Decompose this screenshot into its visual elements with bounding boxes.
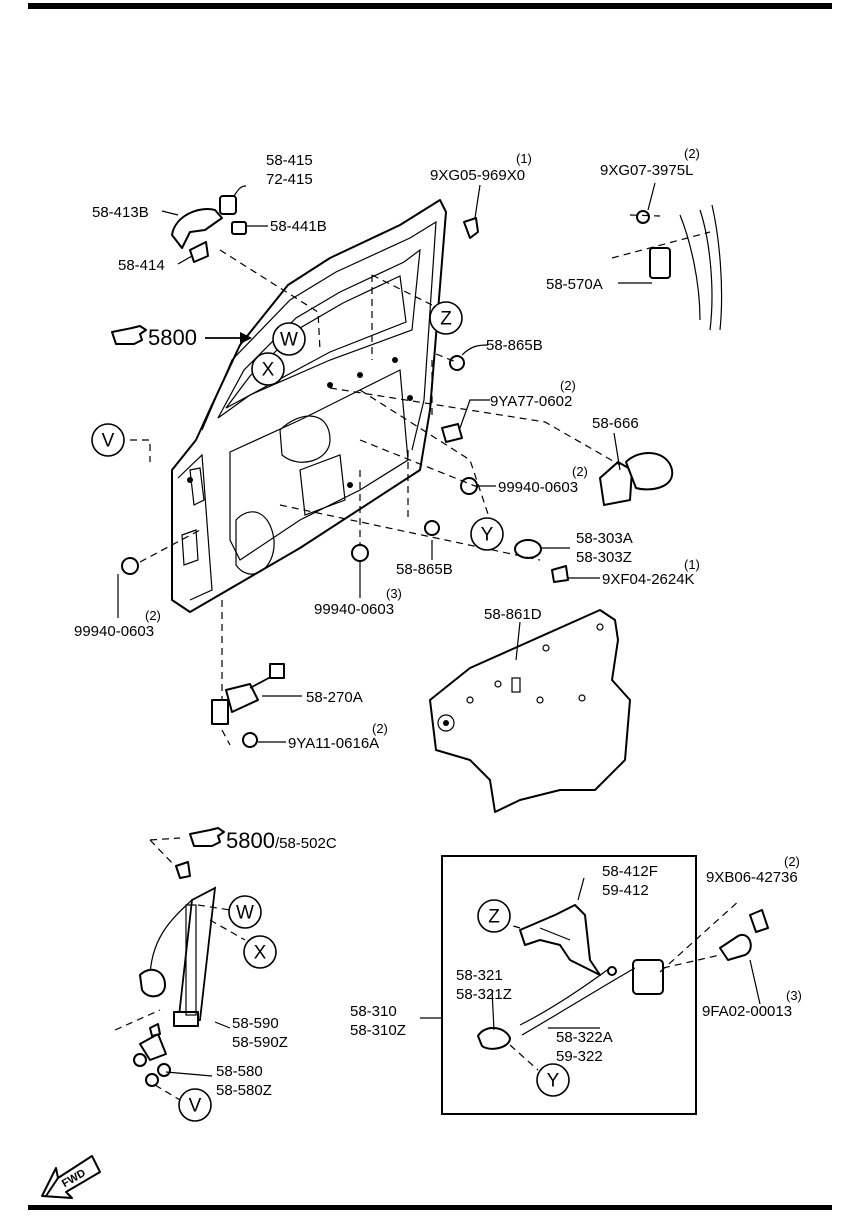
- callout-w: W: [272, 322, 306, 356]
- label-58-310Z: 58-310Z: [350, 1022, 406, 1039]
- label-58-414: 58-414: [118, 257, 165, 274]
- trim-panel: [429, 609, 631, 813]
- svg-text:V: V: [189, 1096, 202, 1117]
- qty-9YA11: (2): [372, 721, 388, 736]
- label-58-303A: 58-303A: [576, 530, 633, 547]
- door-shell: [171, 199, 447, 613]
- door-mirror: [599, 451, 674, 506]
- ref-5800: 5800: [148, 325, 197, 350]
- callout-z-lower: Z: [477, 899, 511, 933]
- svg-text:Z: Z: [488, 907, 500, 928]
- qty-9XG05: (1): [516, 151, 532, 166]
- qty-9XB06: (2): [784, 854, 800, 869]
- bottom-rule: [28, 1205, 832, 1210]
- door-check: [211, 663, 285, 725]
- label-58-321Z: 58-321Z: [456, 986, 512, 1003]
- svg-text:X: X: [254, 943, 267, 964]
- svg-text:W: W: [236, 903, 254, 924]
- callout-x-lower: X: [243, 935, 277, 969]
- label-58-413B: 58-413B: [92, 204, 149, 221]
- qty-9XF04: (1): [684, 557, 700, 572]
- callout-v: V: [91, 423, 125, 457]
- callout-z: Z: [429, 301, 463, 335]
- label-99940-right: 99940-0603: [498, 479, 578, 496]
- svg-text:W: W: [280, 330, 298, 351]
- svg-text:Y: Y: [481, 525, 494, 546]
- window-regulator: [139, 861, 217, 1027]
- hand-icon-lower: [189, 827, 225, 847]
- label-58-580Z: 58-580Z: [216, 1082, 272, 1099]
- callout-y: Y: [470, 517, 504, 551]
- label-58-590: 58-590: [232, 1015, 279, 1032]
- fwd-arrow-icon: FWD: [41, 1155, 101, 1199]
- label-58-865B-bot: 58-865B: [396, 561, 453, 578]
- qty-9XG07: (2): [684, 146, 700, 161]
- section-arrow: [205, 332, 252, 344]
- leader-lines: [114, 182, 761, 1101]
- label-58-861D: 58-861D: [484, 606, 542, 623]
- label-58-580: 58-580: [216, 1063, 263, 1080]
- svg-text:Z: Z: [440, 309, 452, 330]
- label-9YA77: 9YA77-0602: [490, 393, 572, 410]
- label-58-303Z: 58-303Z: [576, 549, 632, 566]
- label-59-412: 59-412: [602, 882, 649, 899]
- qty-99940-left: (2): [145, 608, 161, 623]
- label-99940-left: 99940-0603: [74, 623, 154, 640]
- striker-fasteners: [719, 909, 769, 961]
- label-58-590Z: 58-590Z: [232, 1034, 288, 1051]
- label-58-415: 58-415: [266, 152, 313, 169]
- callout-x: X: [251, 352, 285, 386]
- label-9FA02: 9FA02-00013: [702, 1003, 792, 1020]
- label-58-865B-top: 58-865B: [486, 337, 543, 354]
- label-72-415: 72-415: [266, 171, 313, 188]
- cap-58-415: [219, 195, 237, 215]
- svg-text:X: X: [262, 360, 275, 381]
- svg-text:V: V: [102, 431, 115, 452]
- svg-text:Y: Y: [547, 1071, 560, 1092]
- hand-icon: [111, 325, 147, 345]
- callout-y-lower: Y: [536, 1063, 570, 1097]
- callout-w-lower: W: [228, 895, 262, 929]
- label-58-310: 58-310: [350, 1003, 397, 1020]
- label-9YA11: 9YA11-0616A: [288, 735, 379, 752]
- callout-v-lower: V: [178, 1088, 212, 1122]
- handle-58-413B: [171, 208, 223, 249]
- ref-5800-lower: 5800/58-502C: [226, 828, 337, 853]
- label-58-322A: 58-322A: [556, 1029, 613, 1046]
- label-9XB06: 9XB06-42736: [706, 869, 798, 886]
- label-99940-mid: 99940-0603: [314, 601, 394, 618]
- label-58-570A: 58-570A: [546, 276, 603, 293]
- qty-99940-right: (2): [572, 464, 588, 479]
- label-9XG05: 9XG05-969X0: [430, 167, 525, 184]
- lock-assembly-box: [441, 855, 697, 1115]
- pad-58-414: [189, 241, 209, 263]
- label-59-322: 59-322: [556, 1048, 603, 1065]
- label-58-270A: 58-270A: [306, 689, 363, 706]
- outer-handle-parts: [171, 195, 247, 263]
- label-58-412F: 58-412F: [602, 863, 658, 880]
- label-9XF04: 9XF04-2624K: [602, 571, 695, 588]
- qty-99940-mid: (3): [386, 586, 402, 601]
- label-58-666: 58-666: [592, 415, 639, 432]
- label-58-441B: 58-441B: [270, 218, 327, 235]
- label-9XG07: 9XG07-3975L: [600, 162, 693, 179]
- label-58-321: 58-321: [456, 967, 503, 984]
- qty-9YA77: (2): [560, 378, 576, 393]
- clip-58-441B: [231, 221, 247, 235]
- qty-9FA02: (3): [786, 988, 802, 1003]
- window-motor: [133, 1023, 171, 1087]
- body-pillar: [636, 204, 723, 331]
- top-rule: [28, 3, 832, 9]
